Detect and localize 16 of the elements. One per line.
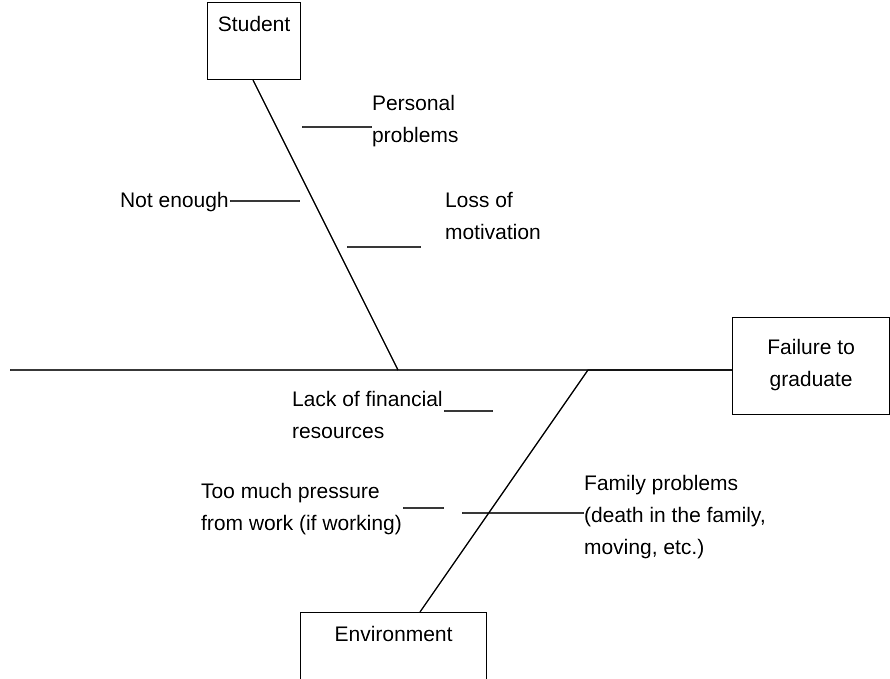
- cause-text: Lack of financial resources: [292, 384, 444, 448]
- cause-text: Family problems (death in the family, moving, etc.): [584, 468, 790, 578]
- effect-box: Failure to graduate: [732, 317, 890, 415]
- cause-line: [302, 126, 372, 128]
- cause-line: [444, 410, 493, 412]
- cause-line: [347, 246, 421, 248]
- category-box: Student: [207, 2, 301, 80]
- cause-text: Too much pressure from work (if working): [201, 476, 403, 540]
- cause-line: [403, 507, 444, 509]
- cause-text: Personal problems: [372, 88, 522, 158]
- cause-text: Loss of motivation: [421, 185, 591, 257]
- category-box: Environment: [300, 612, 487, 679]
- cause-line: [230, 200, 300, 202]
- cause-line: [462, 512, 584, 514]
- branch-line: [419, 369, 732, 612]
- cause-text: Not enough: [120, 185, 230, 217]
